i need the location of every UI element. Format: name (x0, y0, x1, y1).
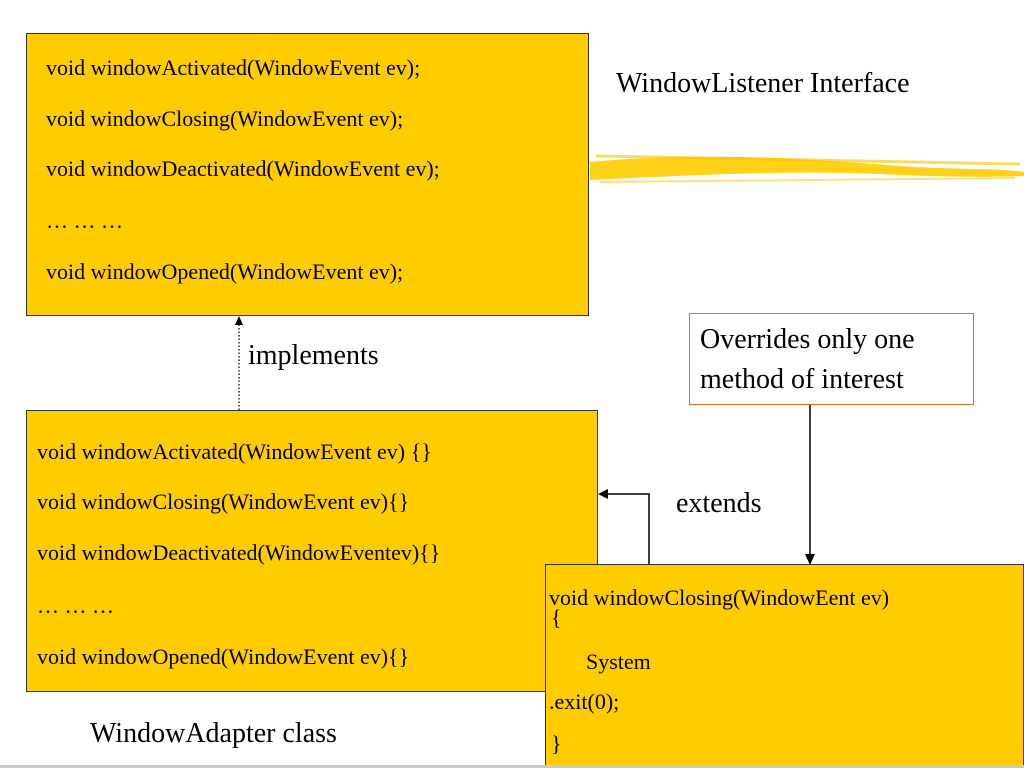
override-note-box: Overrides only one method of interest (689, 313, 974, 405)
interface-caption: WindowListener Interface (616, 68, 910, 99)
subclass-code-line: void windowClosing(WindowEent ev) (549, 585, 890, 610)
adapter-method-line: void windowOpened(WindowEvent ev){} (37, 644, 410, 669)
adapter-caption: WindowAdapter class (90, 718, 337, 749)
window-adapter-class-box: void windowActivated(WindowEvent ev) {} … (26, 410, 598, 692)
adapter-method-line: void windowDeactivated(WindowEventev){} (37, 540, 441, 565)
adapter-ellipsis-line: … … … (37, 593, 114, 618)
interface-method-line: void windowClosing(WindowEvent ev); (46, 106, 404, 131)
subclass-override-box: void windowClosing(WindowEent ev) { Syst… (545, 564, 1024, 768)
adapter-method-line: void windowClosing(WindowEvent ev){} (37, 489, 410, 514)
subclass-code-line: System (586, 649, 651, 674)
note-line: Overrides only one (700, 324, 915, 355)
subclass-code-line: { (551, 605, 562, 630)
subclass-code-line: .exit(0); (549, 689, 620, 714)
bottom-rule (0, 765, 1024, 768)
interface-method-line: void windowDeactivated(WindowEvent ev); (46, 156, 440, 181)
interface-method-line: void windowActivated(WindowEvent ev); (46, 55, 421, 80)
note-line: method of interest (700, 364, 904, 395)
interface-ellipsis-line: … … … (46, 208, 123, 233)
extends-label: extends (676, 488, 762, 519)
adapter-method-line: void windowActivated(WindowEvent ev) {} (37, 439, 432, 464)
subclass-code-line: } (551, 731, 562, 756)
implements-label: implements (248, 340, 379, 371)
interface-method-line: void windowOpened(WindowEvent ev); (46, 259, 404, 284)
window-listener-interface-box: void windowActivated(WindowEvent ev); vo… (26, 33, 589, 316)
